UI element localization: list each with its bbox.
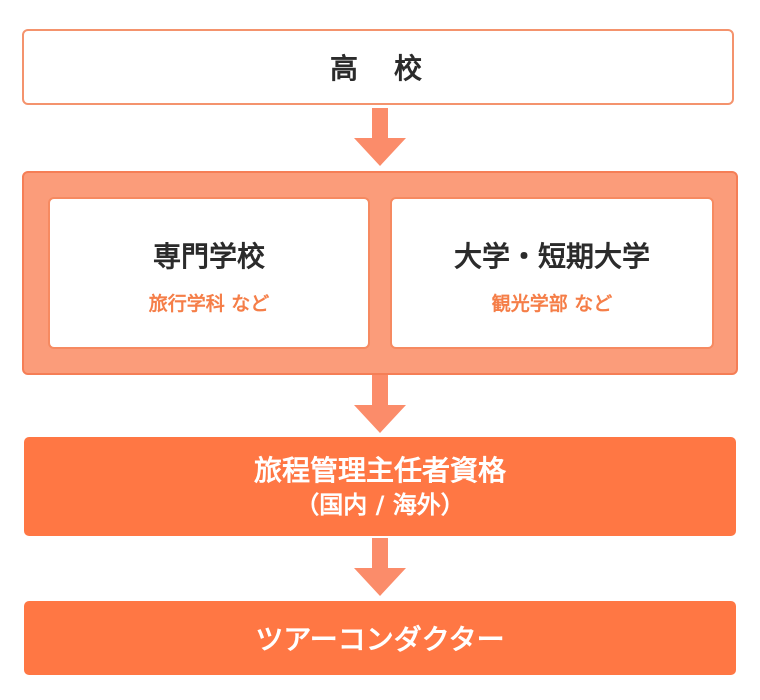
high-school-box: 高 校: [22, 29, 734, 105]
down-arrow-icon: [354, 375, 406, 433]
vocational-school-sub: 旅行学科 など: [148, 293, 270, 315]
qualification-scope: （国内 / 海外）: [295, 490, 465, 519]
university-box: 大学・短期大学 観光学部 など: [390, 197, 714, 349]
university-sub: 観光学部 など: [491, 293, 613, 315]
qualification-title: 旅程管理主任者資格: [253, 453, 506, 487]
qualification-box: 旅程管理主任者資格 （国内 / 海外）: [24, 437, 736, 536]
career-box: ツアーコンダクター: [24, 601, 736, 675]
high-school-label: 高 校: [329, 52, 426, 85]
vocational-school-box: 専門学校 旅行学科 など: [48, 197, 370, 349]
down-arrow-icon: [354, 538, 406, 596]
career-label: ツアーコンダクター: [255, 623, 505, 656]
down-arrow-icon: [354, 108, 406, 166]
university-title: 大学・短期大学: [453, 240, 650, 273]
school-options-group: 専門学校 旅行学科 など 大学・短期大学 観光学部 など: [22, 171, 738, 375]
vocational-school-title: 専門学校: [152, 240, 265, 273]
